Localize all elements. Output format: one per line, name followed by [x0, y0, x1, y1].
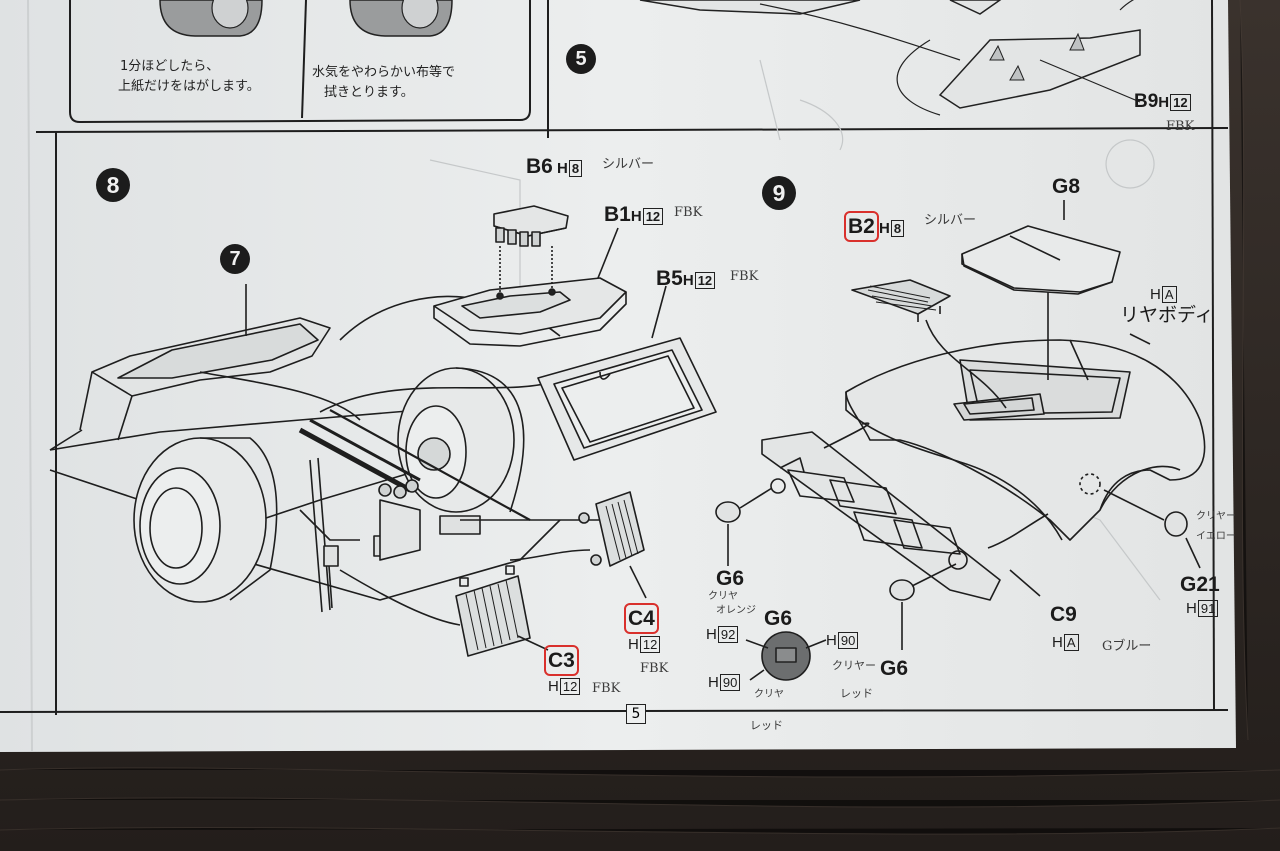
rear-body-label: リヤボディ [1120, 304, 1214, 326]
handwritten-b1: FBK [674, 205, 703, 220]
caption-left-line1: 1分ほどしたら、 [120, 59, 220, 74]
handwritten-c4: FBK [640, 661, 669, 676]
g6-90r-paint-prefix: H [826, 632, 837, 649]
part-label-g6-left: G6 [716, 567, 745, 590]
c9-paint-prefix: H [1052, 634, 1063, 651]
part-b9-paint-code: 12 [1170, 94, 1191, 111]
part-b9-paint-prefix: H [1158, 94, 1170, 111]
caption-left-line2: 上紙だけをはがします。 [118, 79, 260, 94]
g21-paint-code: 91 [1197, 600, 1219, 617]
g21-paint-prefix: H [1186, 600, 1197, 617]
g6-90l-paint-prefix: H [708, 674, 719, 691]
handwritten-b2: シルバー [924, 213, 977, 228]
caption-right-line2: 拭きとります。 [324, 85, 414, 100]
page-number: 5 [626, 704, 646, 724]
part-c3-paint-prefix: H [548, 678, 559, 695]
part-c3-paint-code: 12 [559, 678, 581, 695]
part-label-c9: C9 [1050, 603, 1077, 626]
part-b6-code: B6 [526, 155, 553, 178]
handwritten-b6: シルバー [602, 157, 655, 172]
part-label-c4: C4 [624, 603, 659, 634]
part-b1-paint-prefix: H [630, 208, 642, 225]
part-c4-paint-code: 12 [639, 636, 661, 653]
handwritten-c3: FBK [592, 681, 621, 696]
part-b2-paint-code: 8 [890, 220, 905, 237]
handwritten-g21-yellow: イエロー [1196, 531, 1236, 542]
part-b6-paint-prefix: H [557, 160, 568, 177]
step-8-number: 8 [96, 168, 130, 202]
handwritten-b9: FBK [1166, 119, 1195, 134]
part-b1-code: B1 [604, 203, 631, 226]
part-c3-code: C3 [544, 645, 579, 676]
g6-90r-paint-code: 90 [837, 632, 859, 649]
c9-paint-code: A [1063, 634, 1079, 651]
handwritten-g6-orange: オレンジ [716, 605, 756, 616]
handwritten-g6-red-right: レッド [840, 687, 873, 700]
handwritten-g6-clear-right: クリヤー [832, 659, 876, 672]
part-label-g6-magnified: G6 [764, 607, 793, 630]
part-label-g8: G8 [1052, 175, 1081, 198]
part-label-c3: C3 [544, 645, 579, 676]
part-b5-code: B5 [656, 267, 683, 290]
step-7-ref: 7 [220, 244, 250, 274]
handwritten-g6-red-left: レッド [750, 719, 783, 732]
part-b2-paint-prefix: H [879, 220, 890, 237]
rear-body-paint-code: A [1161, 286, 1177, 303]
rear-body-paint-prefix: H [1150, 286, 1161, 303]
step-number-top: 5 [566, 44, 596, 74]
caption-right-line1: 水気をやわらかい布等で [312, 65, 456, 80]
part-label-g21: G21 [1180, 573, 1220, 596]
part-b5-paint-prefix: H [682, 272, 694, 289]
part-b6-paint-code: 8 [568, 160, 583, 177]
handwritten-b5: FBK [730, 269, 759, 284]
step-9-number: 9 [762, 176, 796, 210]
g6-92-paint-code: 92 [717, 626, 739, 643]
handwritten-c9: Gブルー [1102, 639, 1152, 654]
part-c4-paint-prefix: H [628, 636, 639, 653]
handwritten-g21-clear: クリヤー [1196, 511, 1236, 522]
part-b1-paint-code: 12 [642, 208, 664, 225]
handwritten-g6-clear: クリヤ [708, 591, 738, 602]
part-b9-code: B9 [1134, 91, 1159, 112]
part-b5-paint-code: 12 [694, 272, 716, 289]
part-c4-code: C4 [624, 603, 659, 634]
g6-90l-paint-code: 90 [719, 674, 741, 691]
handwritten-g6-clear-left: クリヤ [754, 689, 784, 700]
g6-92-paint-prefix: H [706, 626, 717, 643]
part-label-g6-right: G6 [880, 657, 909, 680]
part-b2-code: B2 [844, 211, 879, 242]
